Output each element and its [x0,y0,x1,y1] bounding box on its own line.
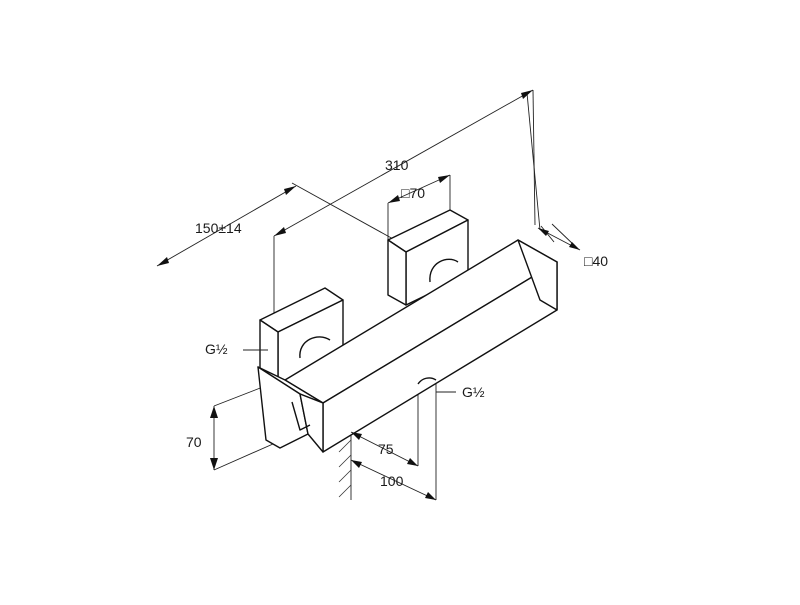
spout-detail [291,401,311,431]
arrow-75-start [351,432,362,440]
label-310: 310 [385,157,409,173]
spout-front [257,366,309,449]
arrow-40-start [538,228,549,236]
dimensions [156,89,581,501]
arrow-height-top [210,406,218,418]
bottom-outlet [417,377,437,385]
left-flange-connector [299,336,331,359]
arrow-150-end [284,186,296,195]
dim-line-75 [350,431,419,467]
arrow-310-start [274,227,286,236]
right-flange-side [387,239,407,306]
extension-lines [213,89,576,500]
arrow-70-end [438,175,450,183]
label-75: 75 [378,441,394,457]
label-height-70: 70 [186,434,202,450]
label-150-14: 150±14 [195,220,242,236]
label-square-70: □70 [401,185,425,201]
label-100: 100 [380,473,404,489]
dim-line-150 [156,185,297,267]
arrow-70-start [388,195,400,203]
dim-line-100 [350,459,437,501]
arrow-100-start [351,460,362,468]
arrow-75-end [407,458,418,466]
arrow-150-start [157,257,169,266]
dim-line-310 [273,89,534,237]
arrow-height-bottom [210,458,218,470]
mixer-body [257,209,558,453]
label-square-40: □40 [584,253,608,269]
label-g12-right: G½ [462,384,485,400]
spout-side [299,393,324,453]
label-g12-left: G½ [205,341,228,357]
arrow-310-end [521,90,533,99]
right-flange-connector [429,258,459,283]
arrow-100-end [425,492,436,500]
bar-end-cap [517,239,558,311]
arrow-40-end [569,242,580,250]
labels: 310 150±14 □70 □40 G½ G½ 70 75 100 [186,157,608,489]
